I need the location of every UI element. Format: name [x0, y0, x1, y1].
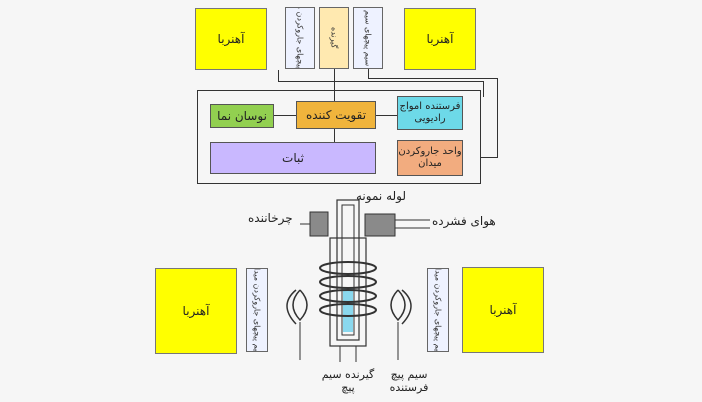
stabilizer-box: ثبات	[210, 142, 376, 174]
oscilloscope-box: نوسان نما	[210, 104, 274, 128]
receiver-strip: گیرنده	[319, 7, 349, 69]
transmitter-box: فرستنده امواج رادیویی	[397, 96, 463, 130]
sweep-coil-strip: سیم پیچهای جاروکردن میدان	[285, 7, 315, 69]
magnet-top-left: آهنربا	[195, 8, 267, 70]
magnet-top-left-label: آهنربا	[217, 31, 245, 46]
magnet-bottom-right: آهنربا	[462, 267, 544, 353]
amplifier-box: تقویت کننده	[296, 101, 376, 129]
console-frame	[197, 90, 481, 184]
magnet-top-right: آهنربا	[404, 8, 476, 70]
receiver-coil-label: گیرنده سیم پیچ	[321, 368, 375, 394]
left-sweep-coil-strip: سیم پیچهای جاروکردن میدان	[246, 268, 268, 352]
spinner-label: چرخاننده	[248, 211, 293, 225]
magnet-top-right-label: آهنربا	[426, 31, 454, 46]
transmitter-coil-label: سیم پیچ فرستنده	[389, 368, 429, 394]
sample-tube-label: لوله نمونه	[356, 189, 407, 203]
magnet-bottom-left: آهنربا	[155, 268, 237, 354]
coil-wires-strip: سیم پیچهای سیم	[353, 7, 383, 69]
field-sweep-unit-box: واحد جاروکردن میدان	[397, 140, 463, 176]
right-sweep-coil-strip: سیم پیچهای جاروکردن میدان	[427, 268, 449, 352]
compressed-air-label: هوای فشرده	[432, 214, 496, 228]
